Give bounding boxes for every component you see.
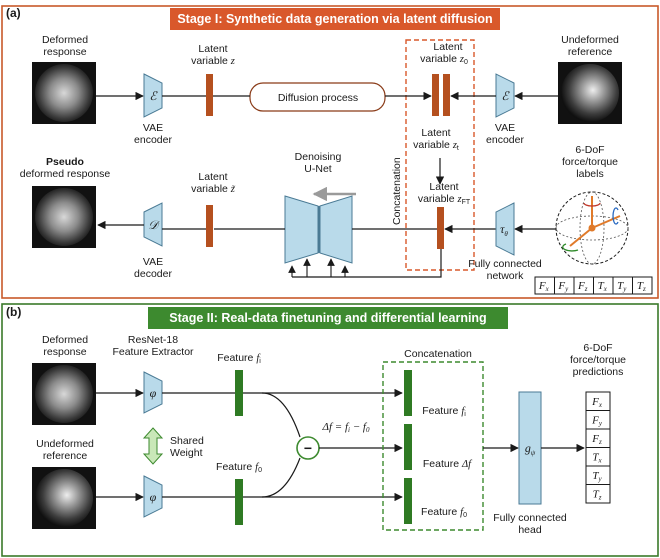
latent-z-bar xyxy=(206,74,213,116)
phi-encoder-bottom xyxy=(143,475,163,518)
encoder-symbol-right: ℰ xyxy=(501,89,510,103)
undeformed-reference-disk xyxy=(561,64,619,122)
phi-encoder-top xyxy=(143,371,163,414)
feature-f0-bar xyxy=(235,479,243,525)
panel-b-border xyxy=(1,303,659,557)
tau-symbol: τθ xyxy=(500,222,508,238)
concat-box-b xyxy=(382,361,484,531)
vae-encoder-left xyxy=(143,73,163,118)
concatenation-label-a: Concatenation xyxy=(391,157,403,225)
latent-zft-bar xyxy=(437,207,444,249)
table-cell-text: Fz xyxy=(591,433,602,446)
concat-df-label: Feature Δf xyxy=(423,458,473,470)
table-cell-text: Tz xyxy=(637,280,646,293)
concat-fi-bar xyxy=(404,370,412,416)
table-cell-text: Fx xyxy=(591,396,603,409)
table-cell-text: Tx xyxy=(598,280,608,293)
force-sphere-icon xyxy=(555,191,629,265)
concat-f0-label: Feature f0 xyxy=(421,506,467,519)
b-branch-f0-to-subtract xyxy=(261,457,301,498)
table-cell-text: Fy xyxy=(591,415,603,428)
table-cell-text: Fy xyxy=(557,280,569,293)
encoder-symbol-left: ℰ xyxy=(149,89,158,103)
diffusion-process-label: Diffusion process xyxy=(278,92,358,104)
table-cell-text: Fz xyxy=(577,280,588,293)
latent-zt-bar xyxy=(432,74,439,116)
table-cell-text: Tz xyxy=(593,489,602,502)
concat-df-bar xyxy=(404,424,412,470)
panel-b-banner-title: Stage II: Real-data finetuning and diffe… xyxy=(169,311,486,325)
g-psi-symbol: gψ xyxy=(525,441,536,457)
concat-fi-label: Feature fi xyxy=(422,405,466,418)
label-cell xyxy=(632,276,653,295)
phi-symbol-top: φ xyxy=(150,386,157,400)
delta-equation: Δf = fi − f0 xyxy=(322,421,370,434)
concatenation-label-b: Concatenation xyxy=(404,348,472,360)
unet-left-half xyxy=(284,195,319,264)
b-branch-fi-to-subtract xyxy=(261,392,301,438)
concat-box-a xyxy=(405,39,475,271)
panel-a-tag: (a) xyxy=(6,6,21,20)
latent-ztilde-bar xyxy=(206,205,213,247)
feature-fi-label: Feature fi xyxy=(217,352,261,365)
panel-b-banner xyxy=(148,307,508,329)
b-undeformed-reference-disk xyxy=(35,469,93,527)
panel-a: (a) Stage I: Synthetic data generation v… xyxy=(1,5,659,299)
condition-line xyxy=(292,249,442,278)
shared-weight-arrow-icon xyxy=(142,427,164,465)
labels-table: Fx Fy Fz Tx Ty Tz xyxy=(534,276,653,295)
decoder-symbol: 𝒟 xyxy=(148,218,160,232)
latent-z0-bar xyxy=(443,74,450,116)
table-cell-text: Fx xyxy=(538,280,550,293)
b-deformed-response-disk xyxy=(35,365,93,423)
panel-a-banner-title: Stage I: Synthetic data generation via l… xyxy=(177,12,492,26)
concat-f0-bar xyxy=(404,478,412,524)
panel-b-tag: (b) xyxy=(6,305,21,319)
pseudo-response-disk xyxy=(35,188,93,246)
subtract-sign: − xyxy=(304,440,312,456)
prediction-cell xyxy=(585,484,611,504)
panel-a-banner xyxy=(170,8,500,30)
deformed-response-disk xyxy=(35,64,93,122)
feature-fi-bar xyxy=(235,370,243,416)
unet-right-half xyxy=(319,195,353,264)
panel-b: (b) Stage II: Real-data finetuning and d… xyxy=(1,303,659,557)
table-cell-text: Tx xyxy=(592,452,602,465)
vae-decoder xyxy=(143,202,163,247)
phi-symbol-bottom: φ xyxy=(150,490,157,504)
vae-encoder-right xyxy=(495,73,515,118)
tau-network xyxy=(495,202,515,256)
table-cell-text: Ty xyxy=(617,280,627,293)
diffusion-process-box xyxy=(249,82,386,112)
feature-f0-label: Feature f0 xyxy=(216,461,262,474)
panel-a-border xyxy=(1,5,659,299)
table-cell-text: Ty xyxy=(592,470,602,483)
